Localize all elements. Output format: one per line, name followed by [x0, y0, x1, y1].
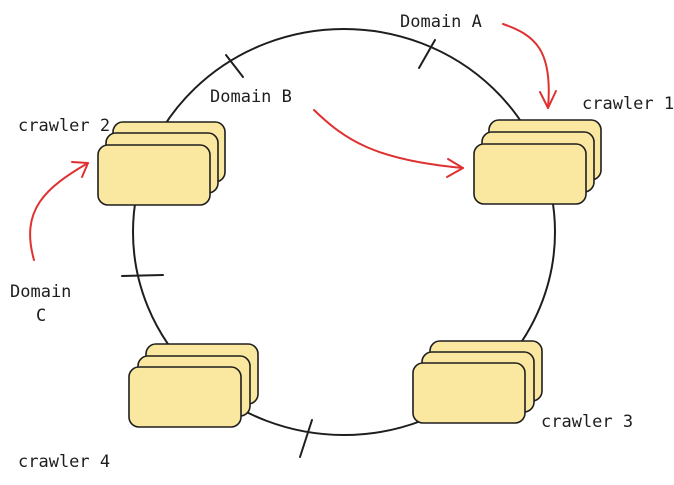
crawler-2-stack — [97, 121, 226, 206]
crawler-1-stack — [473, 119, 602, 205]
domain-b-label: Domain B — [210, 87, 292, 107]
domain-c-label-line2: C — [36, 306, 46, 326]
ring-tick-top-right — [418, 39, 436, 69]
ring-tick-bottom — [299, 419, 313, 458]
hash-ring — [132, 28, 556, 436]
crawler-3-card-front — [412, 362, 526, 424]
domain-a-label: Domain A — [400, 12, 482, 32]
crawler-4-card-front — [128, 366, 242, 428]
crawler-1-label: crawler 1 — [582, 94, 674, 114]
crawler-3-label: crawler 3 — [541, 412, 633, 432]
ring-tick-left — [121, 274, 164, 277]
crawler-3-stack — [412, 340, 543, 424]
crawler-2-card-front — [97, 144, 211, 206]
crawler-4-label: crawler 4 — [18, 452, 110, 472]
ring-tick-top-left — [225, 54, 244, 78]
domain-b-arrow — [313, 109, 464, 178]
domain-a-arrow — [502, 23, 557, 109]
domain-c-arrow — [29, 161, 89, 261]
crawler-4-stack — [128, 343, 259, 428]
domain-c-label-line1: Domain — [10, 282, 71, 302]
crawler-1-card-front — [473, 143, 587, 205]
crawler-2-label: crawler 2 — [18, 116, 110, 136]
